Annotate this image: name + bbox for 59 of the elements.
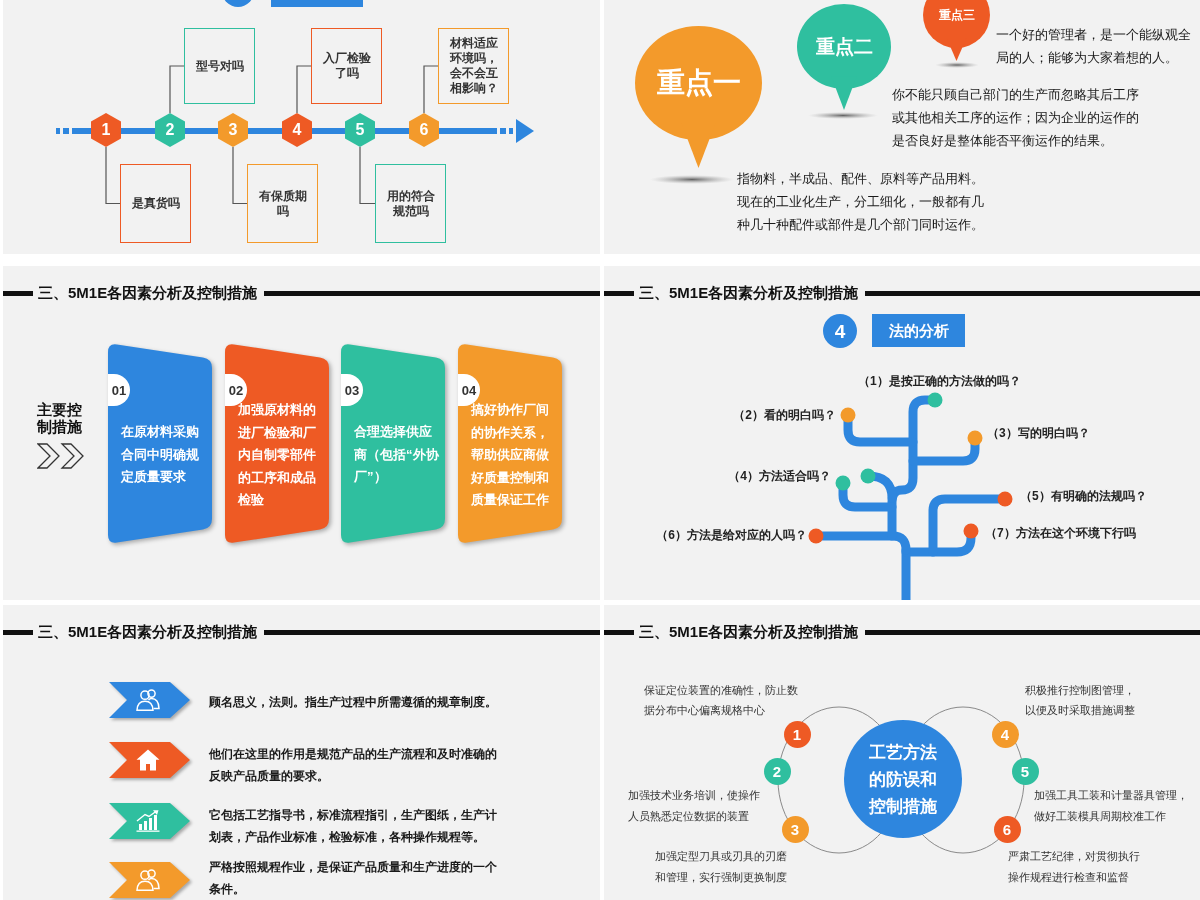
slide-panel xyxy=(604,0,1200,254)
question-text: （4）方法适合吗？ xyxy=(728,468,831,485)
step-card xyxy=(458,343,562,544)
description-text: 一个好的管理者，是一个能纵观全局的人；能够为大家着想的人。 xyxy=(996,27,1192,67)
question-text: （6）方法是给对应的人吗？ xyxy=(656,527,807,544)
description-text: 他们在这里的作用是规范产品的生产流程和及时准确的反映产品质量的要求。 xyxy=(209,746,498,785)
question-card: 材料适应环境吗，会不会互相影响？ xyxy=(438,28,509,104)
step-card xyxy=(108,343,212,544)
slide-panel xyxy=(3,266,600,600)
description-text: 严肃工艺纪律，对贯彻执行操作规程进行检查和监督 xyxy=(1008,849,1141,885)
slide-panel xyxy=(604,605,1200,900)
question-text: （5）有明确的法规吗？ xyxy=(1020,488,1147,505)
description-text: 加强工具工装和计量器具管理，做好工装模具周期校准工作 xyxy=(1034,788,1189,824)
question-card: 型号对吗 xyxy=(184,28,255,104)
question-text: （3）写的明白吗？ xyxy=(987,425,1090,442)
description-text: 顾名思义，法则。指生产过程中所需遵循的规章制度。 xyxy=(209,694,498,711)
description-text: 严格按照规程作业，是保证产品质量和生产进度的一个条件。 xyxy=(209,859,498,898)
description-text: 加强定型刀具或刃具的刃磨和管理，实行强制更换制度 xyxy=(655,849,788,885)
description-text: 指物料，半成品、配件、原料等产品用料。现在的工业化生产，分工细化，一般都有几种几十种配件或部件是几个部门同时运作。 xyxy=(737,171,985,234)
description-text: 积极推行控制图管理，以便及时采取措施调整 xyxy=(1025,683,1136,718)
section-header: 三、5M1E各因素分析及控制措施 xyxy=(639,622,859,642)
question-card: 有保质期吗 xyxy=(247,164,318,243)
question-card: 是真货吗 xyxy=(120,164,191,243)
step-card xyxy=(341,343,445,544)
leader-line xyxy=(296,65,312,114)
section-header: 三、5M1E各因素分析及控制措施 xyxy=(639,283,859,303)
chevron-tag xyxy=(109,862,190,898)
leader-line xyxy=(359,146,376,205)
description-text: 加强技术业务培训，使操作人员熟悉定位数据的装置 xyxy=(628,788,761,824)
chevron-tag xyxy=(109,803,190,839)
chevron-tag xyxy=(109,742,190,778)
section-header: 三、5M1E各因素分析及控制措施 xyxy=(38,283,258,303)
question-text: （7）方法在这个环境下行吗 xyxy=(985,525,1136,542)
hexagon-marker: 4 xyxy=(282,113,312,147)
leader-line xyxy=(105,146,121,205)
leader-line xyxy=(169,65,185,114)
slide-panel xyxy=(3,605,600,900)
slide-panel xyxy=(3,0,600,254)
chevron-tag xyxy=(109,682,190,718)
leader-line xyxy=(232,146,248,205)
hexagon-marker: 6 xyxy=(409,113,439,147)
hexagon-marker: 1 xyxy=(91,113,121,147)
description-text: 你不能只顾自己部门的生产而忽略其后工序或其他相关工序的运作；因为企业的运作的是否良好是整体能否平衡运作的结果。 xyxy=(892,87,1140,150)
step-card xyxy=(225,343,329,544)
question-text: （1）是按正确的方法做的吗？ xyxy=(858,373,1021,390)
section-header: 三、5M1E各因素分析及控制措施 xyxy=(38,622,258,642)
hexagon-marker: 3 xyxy=(218,113,248,147)
title-bar: 法的分析 xyxy=(872,314,965,347)
description-text: 它包括工艺指导书，标准流程指引，生产图纸，生产计划表，产品作业标准，检验标准，各种操作规程等。 xyxy=(209,807,498,846)
description-text: 保证定位装置的准确性，防止数据分布中心偏离规格中心 xyxy=(644,683,799,718)
question-card: 用的符合规范吗 xyxy=(375,164,446,243)
leader-line xyxy=(423,65,439,114)
card-text: 在原材料采购合同中明确规定质量要求 xyxy=(121,423,200,487)
question-text: （2）看的明白吗？ xyxy=(733,407,836,424)
hexagon-marker: 5 xyxy=(345,113,375,147)
side-heading: 主要控制措施 xyxy=(37,401,83,435)
hexagon-marker: 2 xyxy=(155,113,185,147)
question-card: 入厂检验了吗 xyxy=(311,28,382,104)
card-text: 合理选择供应商（包括“外协厂”） xyxy=(354,423,440,487)
